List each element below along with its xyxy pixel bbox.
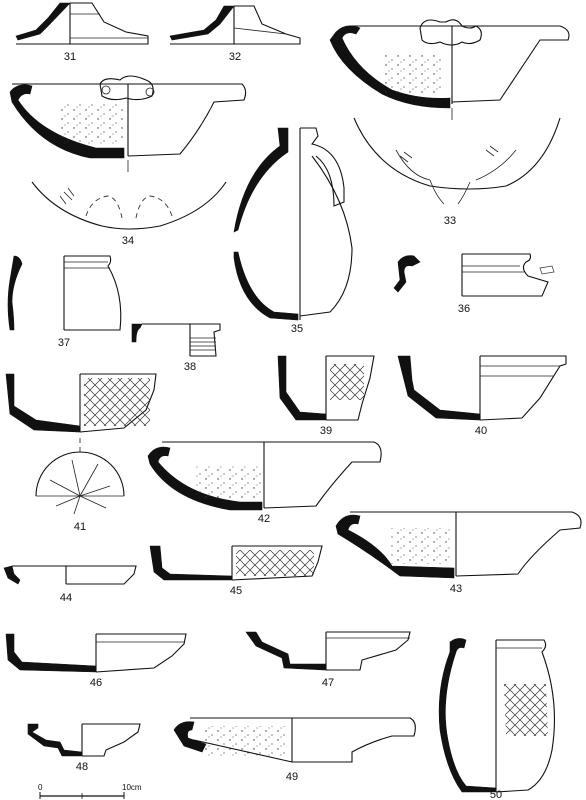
figure-number-42: 42 [258,513,270,525]
vessel-44 [3,565,137,585]
vessel-49 [173,717,416,763]
figure-number-32: 32 [229,51,241,63]
figure-number-36: 36 [458,303,470,315]
figure-number-39: 39 [320,425,332,437]
figure-number-47: 47 [322,677,334,689]
figure-number-33: 33 [444,215,456,227]
vessel-40 [397,355,567,421]
vessel-39 [277,355,375,421]
vessel-37 [7,255,122,331]
vessel-33 [329,19,570,205]
scale-bar [39,792,125,799]
figure-number-41: 41 [74,521,86,533]
figure-number-50: 50 [490,789,502,800]
vessel-46 [5,633,187,673]
figure-number-35: 35 [291,323,303,335]
vessel-38 [131,323,221,357]
vessel-32 [169,5,301,45]
figure-number-34: 34 [122,235,134,247]
vessel-36 [393,253,555,297]
figure-number-48: 48 [76,761,88,773]
figure-number-31: 31 [64,51,76,63]
figure-number-46: 46 [90,677,102,689]
vessel-41 [5,373,157,515]
figure-number-44: 44 [60,592,72,604]
vessel-42 [147,441,382,511]
vessel-35 [233,127,353,321]
vessel-34 [9,75,247,230]
figure-number-43: 43 [450,583,462,595]
figure-number-49: 49 [286,771,298,783]
scale-end-label: 10cm [122,783,142,792]
vessel-45 [149,545,323,581]
vessel-47 [245,631,411,671]
vessel-48 [27,723,141,757]
figure-number-40: 40 [475,425,487,437]
scale-start-label: 0 [38,783,43,792]
vessel-50 [438,638,555,793]
figure-number-37: 37 [58,337,70,349]
vessel-43 [335,511,582,579]
figure-number-45: 45 [230,585,242,597]
figure-number-38: 38 [184,361,196,373]
vessel-31 [15,2,149,45]
